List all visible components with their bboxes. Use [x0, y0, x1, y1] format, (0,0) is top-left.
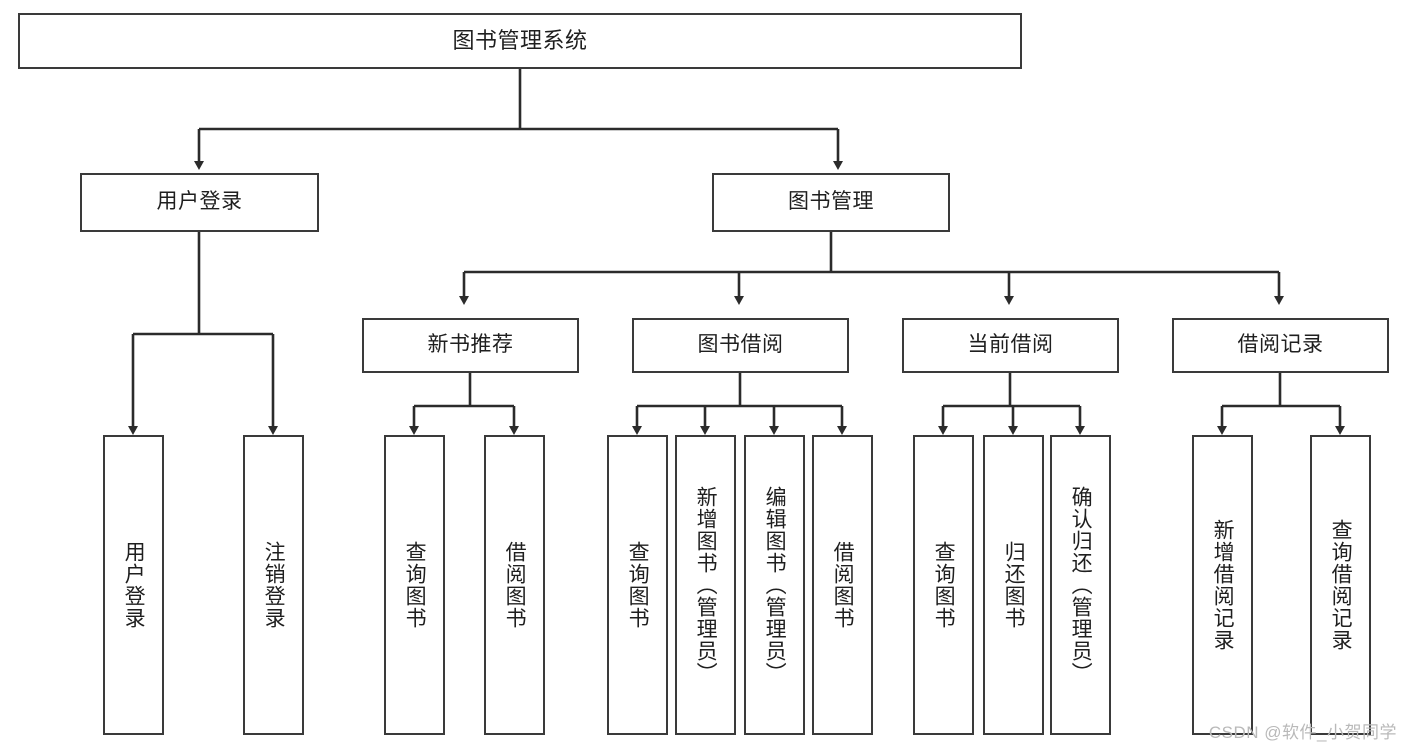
node-leaf-confirm-return[interactable]: 确认归还（管理员）: [1050, 435, 1111, 735]
node-book-management-label: 图书管理: [788, 190, 874, 214]
node-leaf-user-login-label: 用户登录: [122, 541, 146, 629]
node-leaf-logout-label: 注销登录: [262, 541, 286, 629]
node-current-borrow-label: 当前借阅: [967, 333, 1054, 357]
node-leaf-borrow-book-1-label: 借阅图书: [503, 541, 527, 629]
node-leaf-logout[interactable]: 注销登录: [243, 435, 304, 735]
node-leaf-query-book-3[interactable]: 查询图书: [913, 435, 974, 735]
node-leaf-add-record-label: 新增借阅记录: [1211, 519, 1235, 651]
node-leaf-borrow-book-1[interactable]: 借阅图书: [484, 435, 545, 735]
node-leaf-confirm-return-label: 确认归还（管理员）: [1069, 486, 1093, 684]
node-leaf-user-login[interactable]: 用户登录: [103, 435, 164, 735]
node-borrow-record[interactable]: 借阅记录: [1172, 318, 1389, 373]
node-new-book-recommend-label: 新书推荐: [427, 333, 514, 357]
node-leaf-borrow-book-2[interactable]: 借阅图书: [812, 435, 873, 735]
node-leaf-add-book[interactable]: 新增图书（管理员）: [675, 435, 736, 735]
node-leaf-return-book-label: 归还图书: [1002, 541, 1026, 629]
node-leaf-edit-book[interactable]: 编辑图书（管理员）: [744, 435, 805, 735]
node-leaf-query-record-label: 查询借阅记录: [1329, 519, 1353, 651]
node-new-book-recommend[interactable]: 新书推荐: [362, 318, 579, 373]
node-current-borrow[interactable]: 当前借阅: [902, 318, 1119, 373]
node-user-login-label: 用户登录: [156, 190, 243, 214]
node-book-management[interactable]: 图书管理: [712, 173, 950, 232]
node-book-borrow-label: 图书借阅: [697, 333, 784, 357]
node-root-label: 图书管理系统: [452, 28, 588, 54]
node-leaf-add-record[interactable]: 新增借阅记录: [1192, 435, 1253, 735]
node-leaf-edit-book-label: 编辑图书（管理员）: [763, 486, 787, 684]
node-leaf-return-book[interactable]: 归还图书: [983, 435, 1044, 735]
node-leaf-query-book-2[interactable]: 查询图书: [607, 435, 668, 735]
node-leaf-query-book-2-label: 查询图书: [626, 541, 650, 629]
node-borrow-record-label: 借阅记录: [1237, 333, 1324, 357]
node-leaf-query-book-1[interactable]: 查询图书: [384, 435, 445, 735]
node-user-login[interactable]: 用户登录: [80, 173, 319, 232]
node-leaf-borrow-book-2-label: 借阅图书: [831, 541, 855, 629]
node-book-borrow[interactable]: 图书借阅: [632, 318, 849, 373]
node-leaf-query-book-3-label: 查询图书: [932, 541, 956, 629]
node-leaf-query-record[interactable]: 查询借阅记录: [1310, 435, 1371, 735]
node-leaf-add-book-label: 新增图书（管理员）: [694, 486, 718, 684]
node-root[interactable]: 图书管理系统: [18, 13, 1022, 69]
node-leaf-query-book-1-label: 查询图书: [403, 541, 427, 629]
